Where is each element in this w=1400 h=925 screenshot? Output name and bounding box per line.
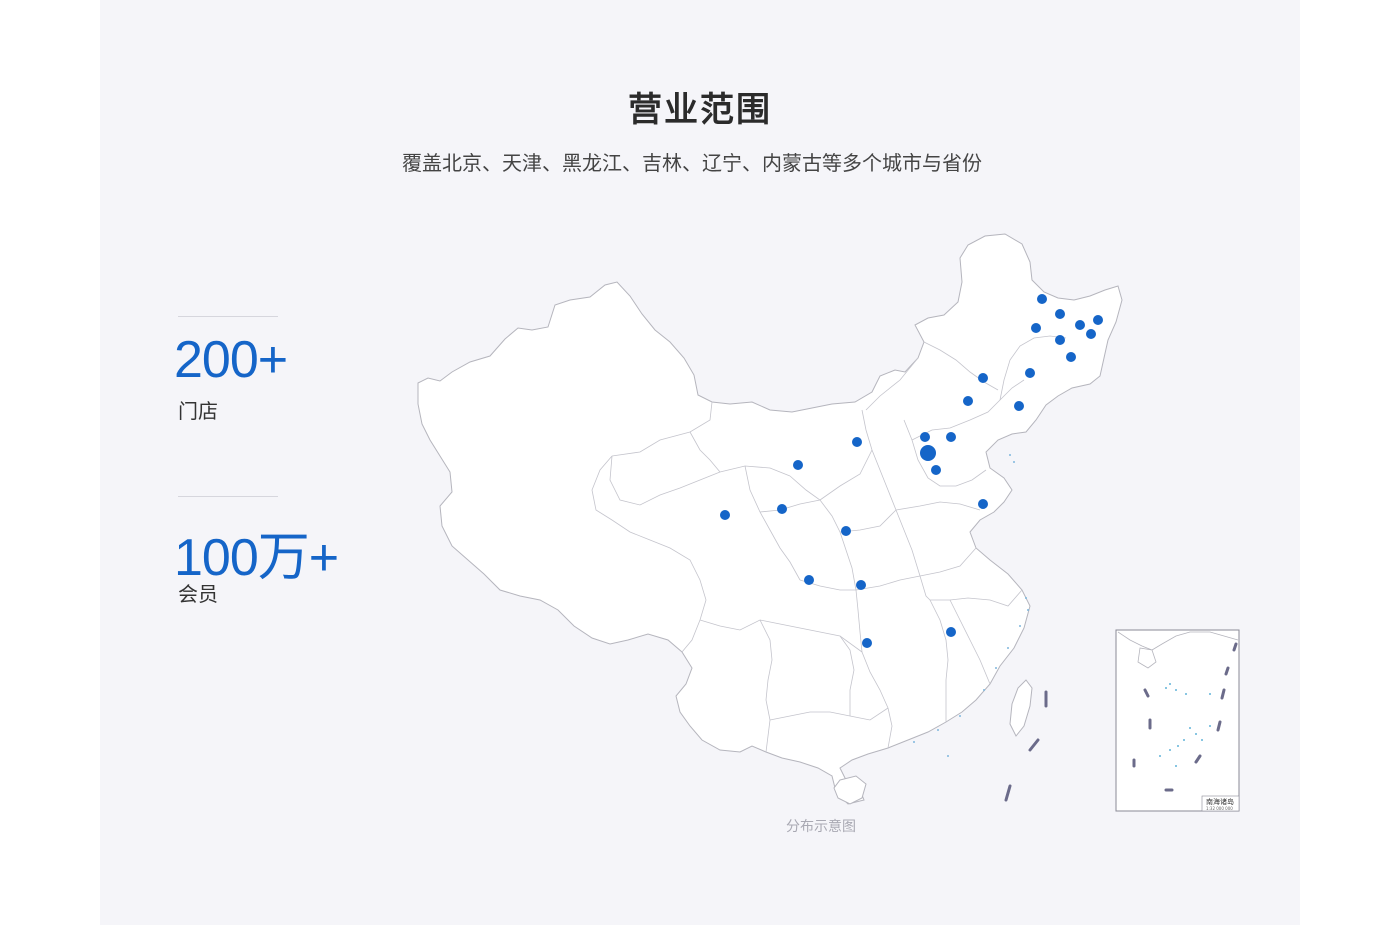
map-marker [852, 437, 862, 447]
map-marker [1066, 352, 1076, 362]
map-marker [946, 432, 956, 442]
coastal-islands [913, 454, 1029, 757]
map-marker [946, 627, 956, 637]
location-markers [720, 294, 1103, 648]
map-marker-large [920, 445, 936, 461]
map-marker [862, 638, 872, 648]
map-marker [720, 510, 730, 520]
map-marker [1037, 294, 1047, 304]
map-marker [978, 373, 988, 383]
map-marker [1055, 335, 1065, 345]
map-marker [920, 432, 930, 442]
inset-scale: 1:32 000 000 [1206, 806, 1233, 811]
hainan-island [833, 775, 867, 805]
map-marker [856, 580, 866, 590]
stat-stores-value: 200+ [174, 331, 288, 389]
stat-stores-label: 门店 [178, 399, 218, 423]
section-title: 营业范围 [628, 90, 772, 130]
map-marker [793, 460, 803, 470]
map-marker [931, 465, 941, 475]
map-marker [1014, 401, 1024, 411]
map-marker [1093, 315, 1103, 325]
map-marker [1025, 368, 1035, 378]
stat-members-value: 100万+ [174, 529, 339, 587]
stat-members-label: 会员 [178, 582, 218, 606]
taiwan-island [1009, 679, 1033, 737]
stat-divider [178, 316, 278, 317]
stat-divider [178, 496, 278, 497]
inset-label: 南海诸岛 [1206, 797, 1234, 806]
map-marker [1075, 320, 1085, 330]
map-marker [804, 575, 814, 585]
business-scope-section: 营业范围 覆盖北京、天津、黑龙江、吉林、辽宁、内蒙古等多个城市与省份 200+ … [100, 0, 1300, 925]
sea-boundary-dashes [1004, 690, 1048, 802]
section-subtitle: 覆盖北京、天津、黑龙江、吉林、辽宁、内蒙古等多个城市与省份 [402, 151, 982, 175]
map-marker [777, 504, 787, 514]
map-marker [1055, 309, 1065, 319]
map-marker [1031, 323, 1041, 333]
country-outline [417, 233, 1123, 805]
south-china-sea-inset: 南海诸岛 1:32 000 000 [1115, 629, 1240, 812]
map-marker [841, 526, 851, 536]
map-marker [1086, 329, 1096, 339]
map-marker [963, 396, 973, 406]
map-caption: 分布示意图 [786, 819, 856, 835]
map-marker [978, 499, 988, 509]
